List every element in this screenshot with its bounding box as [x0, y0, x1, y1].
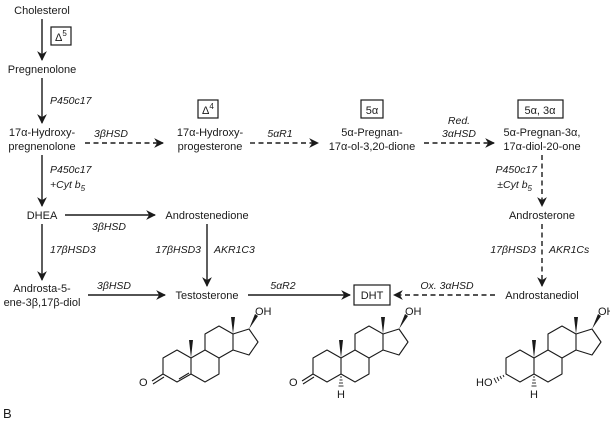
enzyme-3bhsd-a: 3βHSD [94, 128, 128, 140]
compound-17oh-pregnenolone-line1: 17α-Hydroxy- [9, 127, 76, 139]
testosterone-o-label: O [139, 377, 148, 389]
enzyme-cytb5-c: ±Cyt b5 [497, 179, 532, 193]
oh-label: OH [255, 306, 272, 318]
enzyme-red-line1: Red. [448, 115, 470, 127]
dht-box [353, 284, 391, 306]
compound-androsterone: Androsterone [509, 210, 575, 222]
five-alpha-three-alpha-label: 5α, 3α [524, 105, 556, 117]
enzyme-17bhsd3-b: 17βHSD3 [155, 244, 201, 256]
dht-o-label: O [289, 377, 298, 389]
five-alpha-label: 5α [366, 105, 379, 117]
enzyme-akr1c3: AKR1C3 [213, 244, 255, 256]
compound-androstenedione: Androstenedione [165, 210, 248, 222]
enzyme-p450c17-b: P450c17 [50, 164, 93, 176]
class-box-delta4: Δ4 [197, 99, 219, 119]
enzyme-red-line2: 3αHSD [442, 128, 476, 140]
class-box-5alpha-3alpha: 5α, 3α [517, 99, 564, 119]
enzyme-5ar2: 5αR2 [270, 280, 295, 292]
enzyme-5ar1: 5αR1 [267, 128, 292, 140]
cytb5-c-sub: 5 [528, 184, 533, 193]
delta5-base: Δ [55, 32, 63, 44]
delta5-sup: 5 [62, 29, 67, 38]
enzyme-3bhsd-b: 3βHSD [92, 221, 126, 233]
enzyme-akr1cs: AKR1Cs [548, 244, 590, 256]
structure-dht: OH H [301, 306, 422, 401]
enzyme-p450c17-a: P450c17 [50, 95, 93, 107]
class-box-delta5: Δ5 [50, 26, 72, 46]
structure-androstanediol: OH H [493, 306, 610, 401]
enzyme-17bhsd3-c: 17βHSD3 [490, 244, 536, 256]
h-label: H [337, 389, 345, 401]
cytb5-b-prefix: +Cyt b [50, 179, 81, 191]
enzyme-cytb5-b: +Cyt b5 [50, 179, 86, 193]
compound-testosterone: Testosterone [176, 290, 239, 302]
cytb5-c-prefix: ±Cyt b [497, 179, 527, 191]
compound-pregnandiol-line2: 17α-diol-20-one [503, 141, 580, 153]
enzyme-ox-3ahsd: Ox. 3αHSD [420, 280, 474, 292]
compound-androstenediol-line2: ene-3β,17β-diol [4, 297, 81, 309]
compound-pregnandione-line2: 17α-ol-3,20-dione [329, 141, 415, 153]
compound-17oh-progesterone-line2: progesterone [178, 141, 243, 153]
oh-label: OH [598, 306, 610, 318]
enzyme-17bhsd3-a: 17βHSD3 [50, 244, 96, 256]
structure-testosterone: OH [151, 306, 272, 385]
compound-17oh-pregnenolone-line2: pregnenolone [8, 141, 75, 153]
compound-pregnandiol-line1: 5α-Pregnan-3α, [504, 127, 581, 139]
svg-text:Δ5: Δ5 [55, 29, 67, 44]
enzyme-p450c17-c: P450c17 [496, 164, 539, 176]
svg-text:Δ4: Δ4 [202, 102, 214, 117]
compound-dht: DHT [361, 290, 384, 302]
delta4-sup: 4 [209, 102, 214, 111]
panel-label: B [3, 406, 12, 421]
class-box-5alpha: 5α [360, 99, 384, 119]
compound-17oh-progesterone-line1: 17α-Hydroxy- [177, 127, 244, 139]
cytb5-b-sub: 5 [81, 184, 86, 193]
h-label: H [530, 389, 538, 401]
compound-dhea: DHEA [27, 210, 58, 222]
compound-androstanediol: Androstanediol [505, 290, 578, 302]
enzyme-3bhsd-c: 3βHSD [97, 280, 131, 292]
androstanediol-ho-label: HO [476, 377, 493, 389]
compound-pregnandione-line1: 5α-Pregnan- [341, 127, 403, 139]
compound-androstenediol-line1: Androsta-5- [13, 283, 71, 295]
compound-cholesterol: Cholesterol [14, 5, 70, 17]
compound-pregnenolone: Pregnenolone [8, 64, 77, 76]
delta4-base: Δ [202, 105, 210, 117]
oh-label: OH [405, 306, 422, 318]
